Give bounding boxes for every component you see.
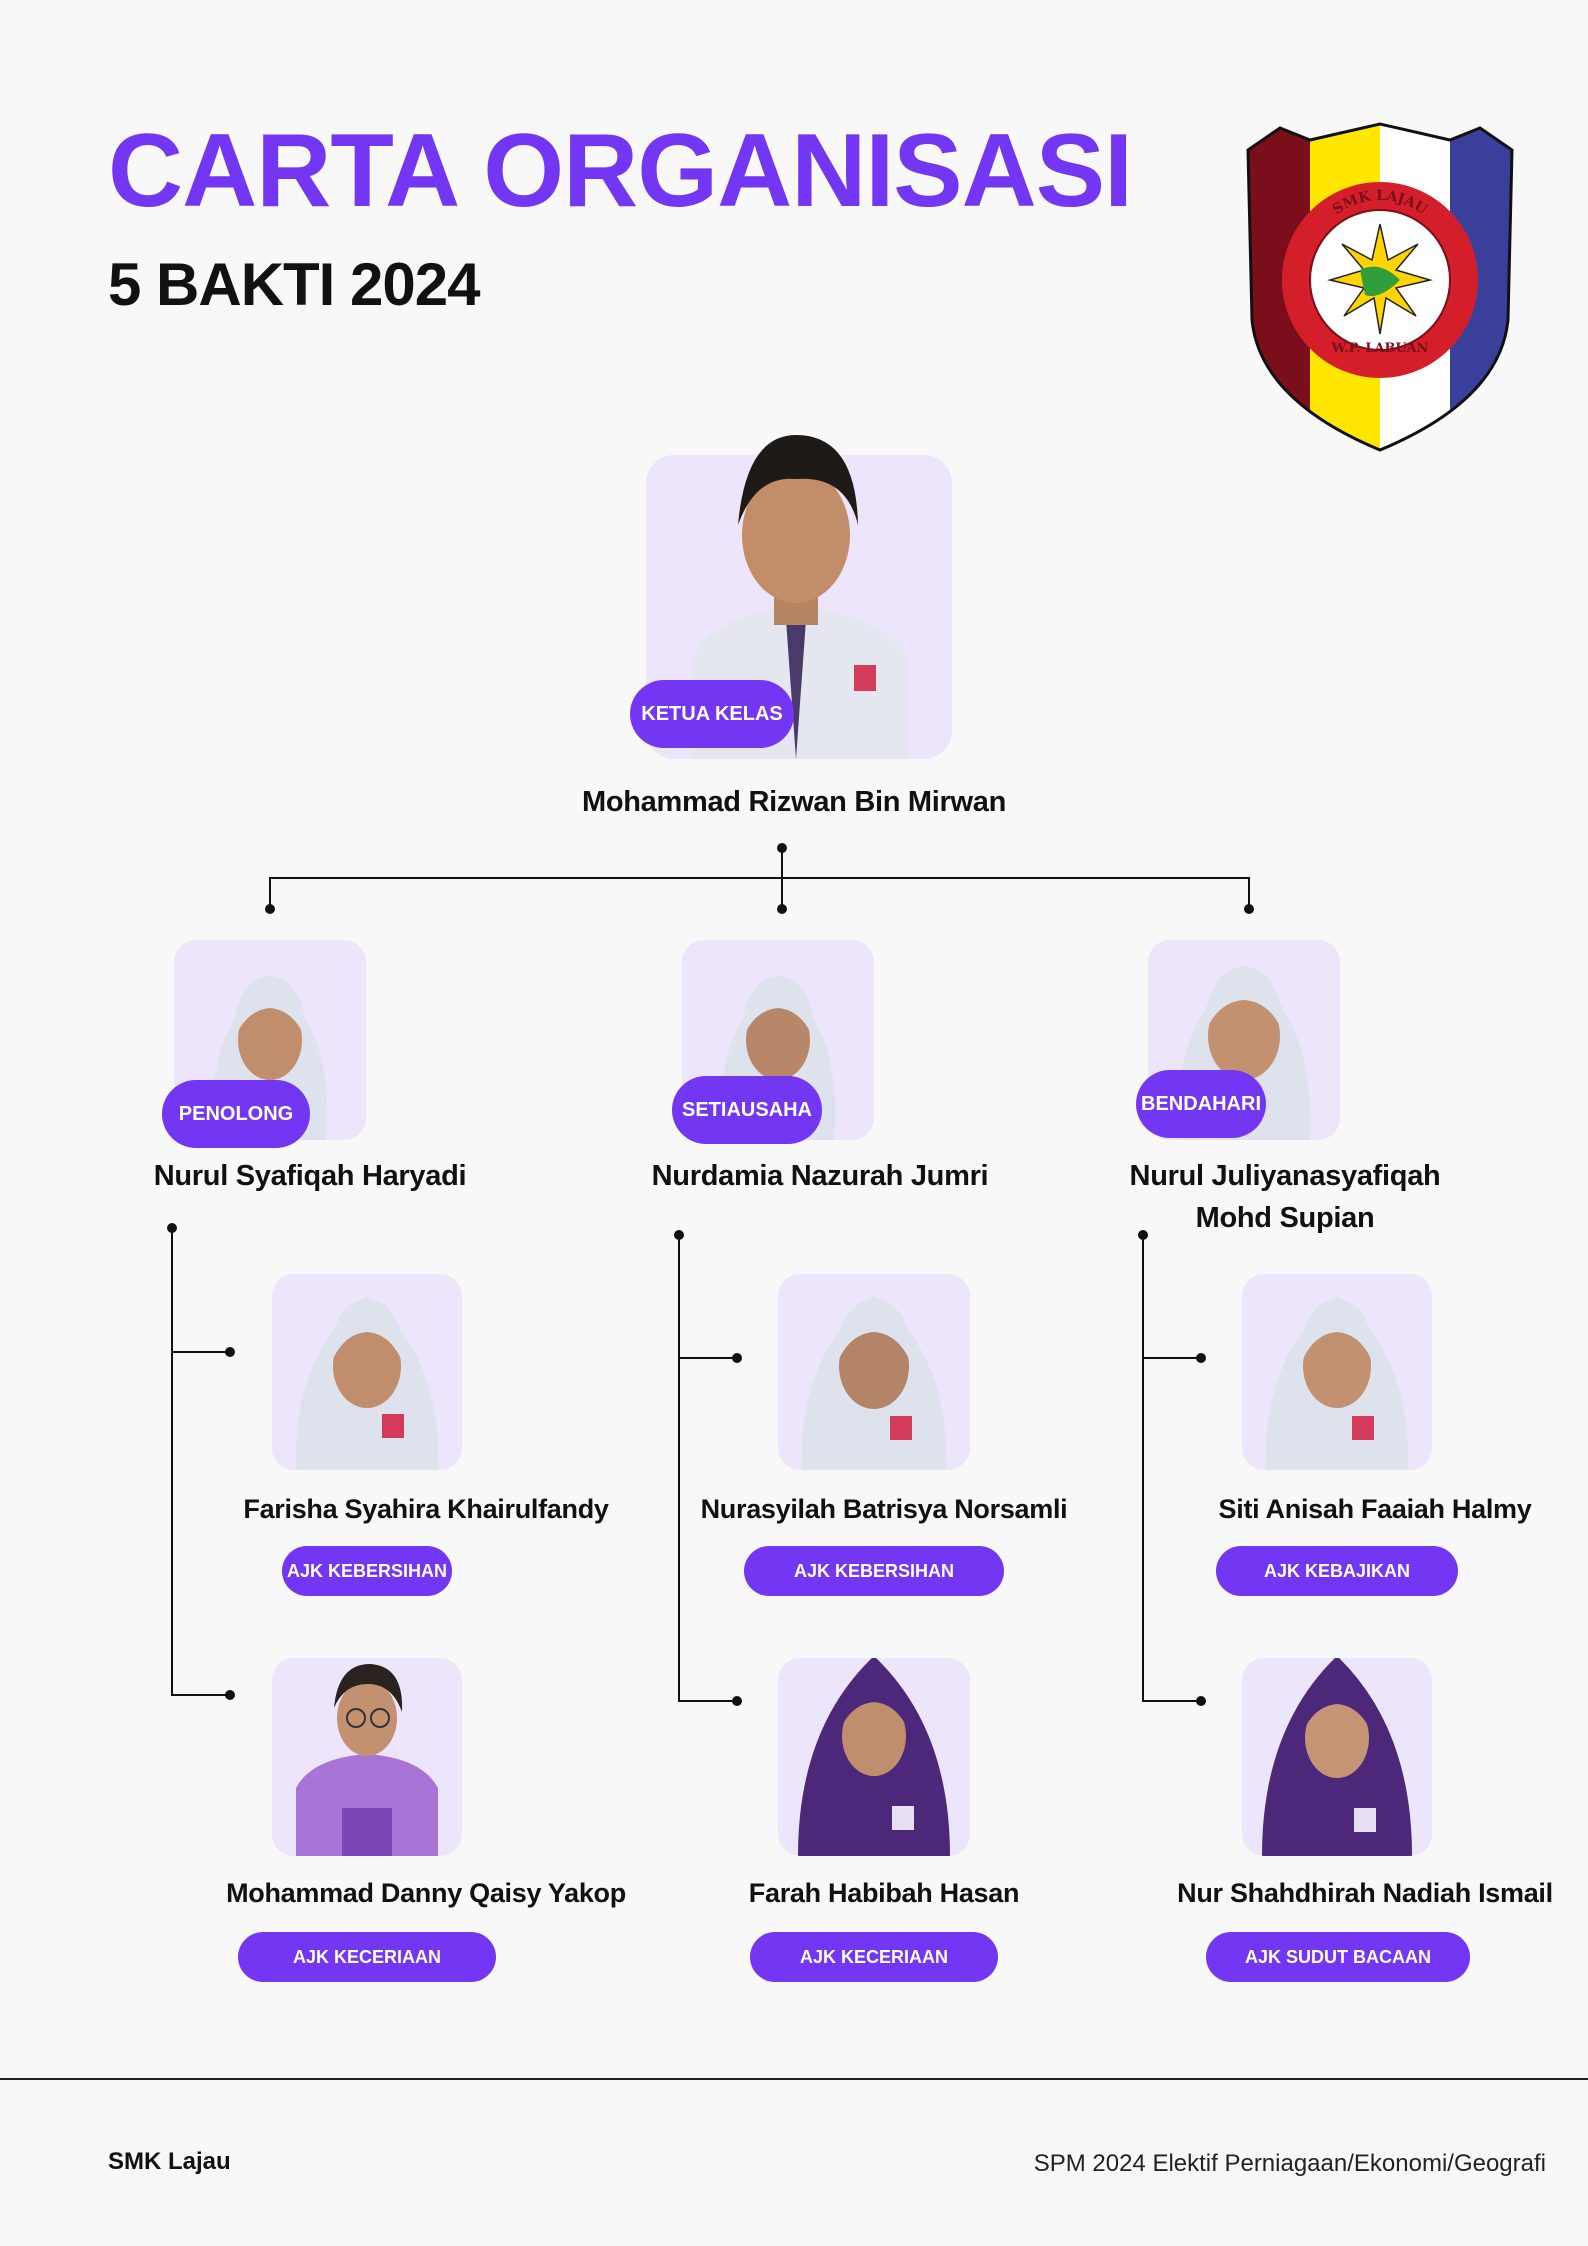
officer-name-line1: Nurul Juliyanasyafiqah <box>1129 1160 1441 1192</box>
page-title: CARTA ORGANISASI <box>108 113 1133 229</box>
connector-dot <box>777 904 787 914</box>
footer-divider <box>0 2078 1588 2080</box>
member-name: Farisha Syahira Khairulfandy <box>243 1494 609 1524</box>
connector-line <box>781 848 783 878</box>
connector-line <box>269 877 271 907</box>
member-role-badge: AJK KECERIAAN <box>750 1932 998 1982</box>
role-badge-penolong: PENOLONG <box>162 1080 310 1148</box>
member-name: Siti Anisah Faaiah Halmy <box>1218 1494 1532 1524</box>
officer-name-line2: Mohd Supian <box>1195 1202 1375 1234</box>
member-role-badge: AJK KEBAJIKAN <box>1216 1546 1458 1596</box>
member-photo <box>778 1274 970 1470</box>
member-photo <box>272 1658 462 1856</box>
member-role-badge: AJK KEBERSIHAN <box>744 1546 1004 1596</box>
connector-dot <box>1196 1696 1206 1706</box>
connector-line <box>1142 1235 1144 1702</box>
connector-dot <box>732 1353 742 1363</box>
head-name: Mohammad Rizwan Bin Mirwan <box>581 786 1006 818</box>
footer-subject-text: SPM 2024 Elektif Perniagaan/Ekonomi/Geog… <box>1033 2150 1546 2177</box>
connector-dot <box>777 843 787 853</box>
member-role-badge: AJK SUDUT BACAAN <box>1206 1932 1470 1982</box>
svg-text:W.P. LABUAN: W.P. LABUAN <box>1331 341 1429 356</box>
connector-line <box>678 1357 736 1359</box>
connector-dot <box>225 1690 235 1700</box>
footer-school-name: SMK Lajau <box>108 2148 231 2175</box>
connector-line <box>678 1700 736 1702</box>
connector-line <box>1142 1357 1200 1359</box>
connector-line <box>678 1235 680 1702</box>
officer-name: Nurdamia Nazurah Jumri <box>651 1160 989 1192</box>
connector-dot <box>265 904 275 914</box>
connector-line <box>171 1694 229 1696</box>
connector-line <box>1248 877 1250 907</box>
role-badge-setiausaha: SETIAUSAHA <box>672 1076 822 1144</box>
member-name: Mohammad Danny Qaisy Yakop <box>226 1878 626 1908</box>
role-badge-bendahari: BENDAHARI <box>1136 1070 1266 1138</box>
connector-dot <box>1244 904 1254 914</box>
member-name: Nurasyilah Batrisya Norsamli <box>700 1494 1068 1524</box>
connector-line <box>1142 1700 1200 1702</box>
member-role-badge: AJK KECERIAAN <box>238 1932 496 1982</box>
member-photo <box>1242 1274 1432 1470</box>
member-photo <box>272 1274 462 1470</box>
member-photo <box>1242 1658 1432 1856</box>
member-role-badge: AJK KEBERSIHAN <box>282 1546 452 1596</box>
connector-line <box>171 1351 229 1353</box>
connector-dot <box>732 1696 742 1706</box>
member-photo <box>778 1658 970 1856</box>
page-subtitle: 5 BAKTI 2024 <box>108 251 480 318</box>
school-crest-logo: SMK LAJAU W.P. LABUAN <box>1246 122 1514 452</box>
connector-line <box>269 877 1249 879</box>
connector-dot <box>1196 1353 1206 1363</box>
role-badge-ketua-kelas: KETUA KELAS <box>630 680 794 748</box>
connector-dot <box>225 1347 235 1357</box>
officer-name: Nurul Syafiqah Haryadi <box>153 1160 467 1192</box>
member-name: Farah Habibah Hasan <box>748 1878 1020 1908</box>
connector-line <box>781 877 783 907</box>
connector-line <box>171 1228 173 1696</box>
member-name: Nur Shahdhirah Nadiah Ismail <box>1177 1878 1553 1908</box>
